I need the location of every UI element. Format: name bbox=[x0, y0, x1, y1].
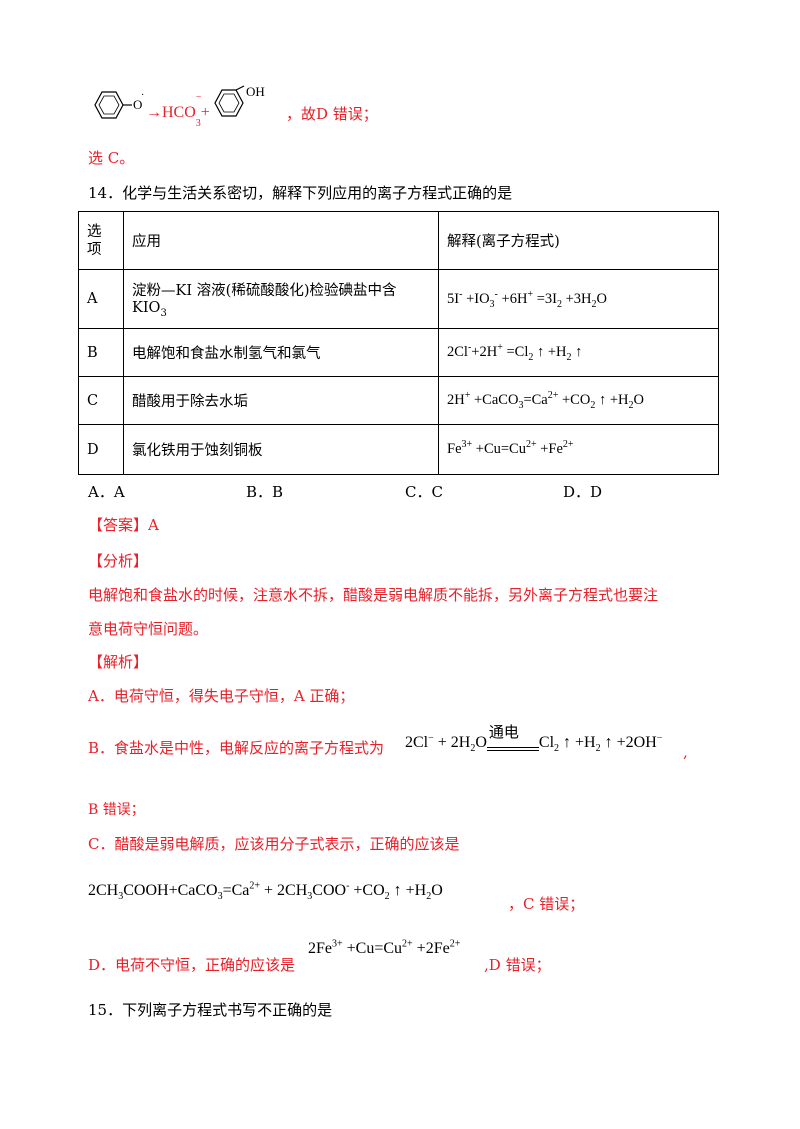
header-explanation: 解释(离子方程式) bbox=[438, 211, 719, 270]
question-14-stem: 14．化学与生活关系密切，解释下列应用的离子方程式正确的是 bbox=[88, 184, 513, 202]
explain-c-wrong: ，C 错误； bbox=[508, 895, 585, 913]
table-header-row: 选项 应用 解释(离子方程式) bbox=[78, 211, 719, 270]
explain-a: A．电荷守恒，得失电子守恒，A 正确； bbox=[88, 687, 355, 705]
table-row: C 醋酸用于除去水垢 2H+ +CaCO3=Ca2+ +CO2 ↑ +H2O bbox=[78, 376, 719, 425]
top-equation: →HCO3−+ bbox=[146, 92, 210, 130]
svg-text:O: O bbox=[133, 97, 142, 112]
explain-d-prefix: D．电荷不守恒，正确的应该是 bbox=[88, 956, 296, 974]
choice-a: A．A bbox=[88, 483, 125, 501]
row-option: B bbox=[78, 328, 124, 377]
row-equation-d: Fe3+ +Cu=Cu2+ +Fe2+ bbox=[438, 424, 719, 475]
svg-text:·: · bbox=[141, 90, 144, 101]
oh-label: OH bbox=[246, 84, 265, 99]
question-14-table: 选项 应用 解释(离子方程式) A 淀粉—KI 溶液(稀硫酸酸化)检验碘盐中含 … bbox=[78, 211, 719, 475]
row-option: D bbox=[78, 424, 124, 475]
row-option: C bbox=[78, 376, 124, 425]
explain-b-prefix: B．食盐水是中性，电解反应的离子方程式为 bbox=[88, 739, 385, 757]
explain-title: 【解析】 bbox=[88, 653, 149, 671]
question-15-stem: 15．下列离子方程式书写不正确的是 bbox=[88, 1001, 333, 1019]
row-application: 氯化铁用于蚀刻铜板 bbox=[123, 424, 439, 475]
analysis-title: 【分析】 bbox=[88, 552, 149, 570]
table-row: B 电解饱和食盐水制氢气和氯气 2Cl-+2H+ =Cl2 ↑ +H2 ↑ bbox=[78, 328, 719, 377]
explain-b-comma: , bbox=[683, 743, 688, 761]
electrolysis-label: 通电 bbox=[488, 725, 519, 741]
explain-b-wrong: B 错误； bbox=[88, 802, 145, 818]
header-option: 选项 bbox=[78, 211, 124, 270]
explain-d-wrong: ,D 错误； bbox=[484, 956, 551, 974]
phenol-structure bbox=[210, 84, 282, 126]
row-application: 淀粉—KI 溶液(稀硫酸酸化)检验碘盐中含 KIO3 bbox=[123, 269, 439, 329]
choose-c: 选 C。 bbox=[88, 149, 135, 167]
choice-b: B．B bbox=[246, 483, 284, 501]
header-application: 应用 bbox=[123, 211, 439, 270]
iron-equation: 2Fe3+ +Cu=Cu2+ +2Fe2+ bbox=[308, 938, 461, 957]
top-tail: ，故D 错误； bbox=[286, 105, 378, 123]
analysis-line-2: 意电荷守恒问题。 bbox=[88, 620, 209, 638]
choice-d: D．D bbox=[563, 483, 603, 501]
row-equation-c: 2H+ +CaCO3=Ca2+ +CO2 ↑ +H2O bbox=[438, 376, 719, 425]
analysis-line-1: 电解饱和食盐水的时候，注意水不拆，醋酸是弱电解质不能拆，另外离子方程式也要注 bbox=[88, 586, 659, 604]
row-option: A bbox=[78, 269, 124, 329]
phenoxide-structure: O · bbox=[88, 88, 148, 128]
row-application: 醋酸用于除去水垢 bbox=[123, 376, 439, 425]
acetic-acid-equation: 2CH3COOH+CaCO3=Ca2+ + 2CH3COO- +CO2 ↑ +H… bbox=[88, 880, 443, 903]
choice-c: C．C bbox=[405, 483, 443, 501]
row-equation-a: 5I- +IO3- +6H+ =3I2 +3H2O bbox=[438, 269, 719, 329]
row-equation-b: 2Cl-+2H+ =Cl2 ↑ +H2 ↑ bbox=[438, 328, 719, 377]
answer: 【答案】A bbox=[88, 516, 159, 534]
table-row: D 氯化铁用于蚀刻铜板 Fe3+ +Cu=Cu2+ +Fe2+ bbox=[78, 424, 719, 475]
row-application: 电解饱和食盐水制氢气和氯气 bbox=[123, 328, 439, 377]
table-row: A 淀粉—KI 溶液(稀硫酸酸化)检验碘盐中含 KIO3 5I- +IO3- +… bbox=[78, 269, 719, 329]
explain-c: C．醋酸是弱电解质，应该用分子式表示，正确的应该是 bbox=[88, 835, 460, 853]
